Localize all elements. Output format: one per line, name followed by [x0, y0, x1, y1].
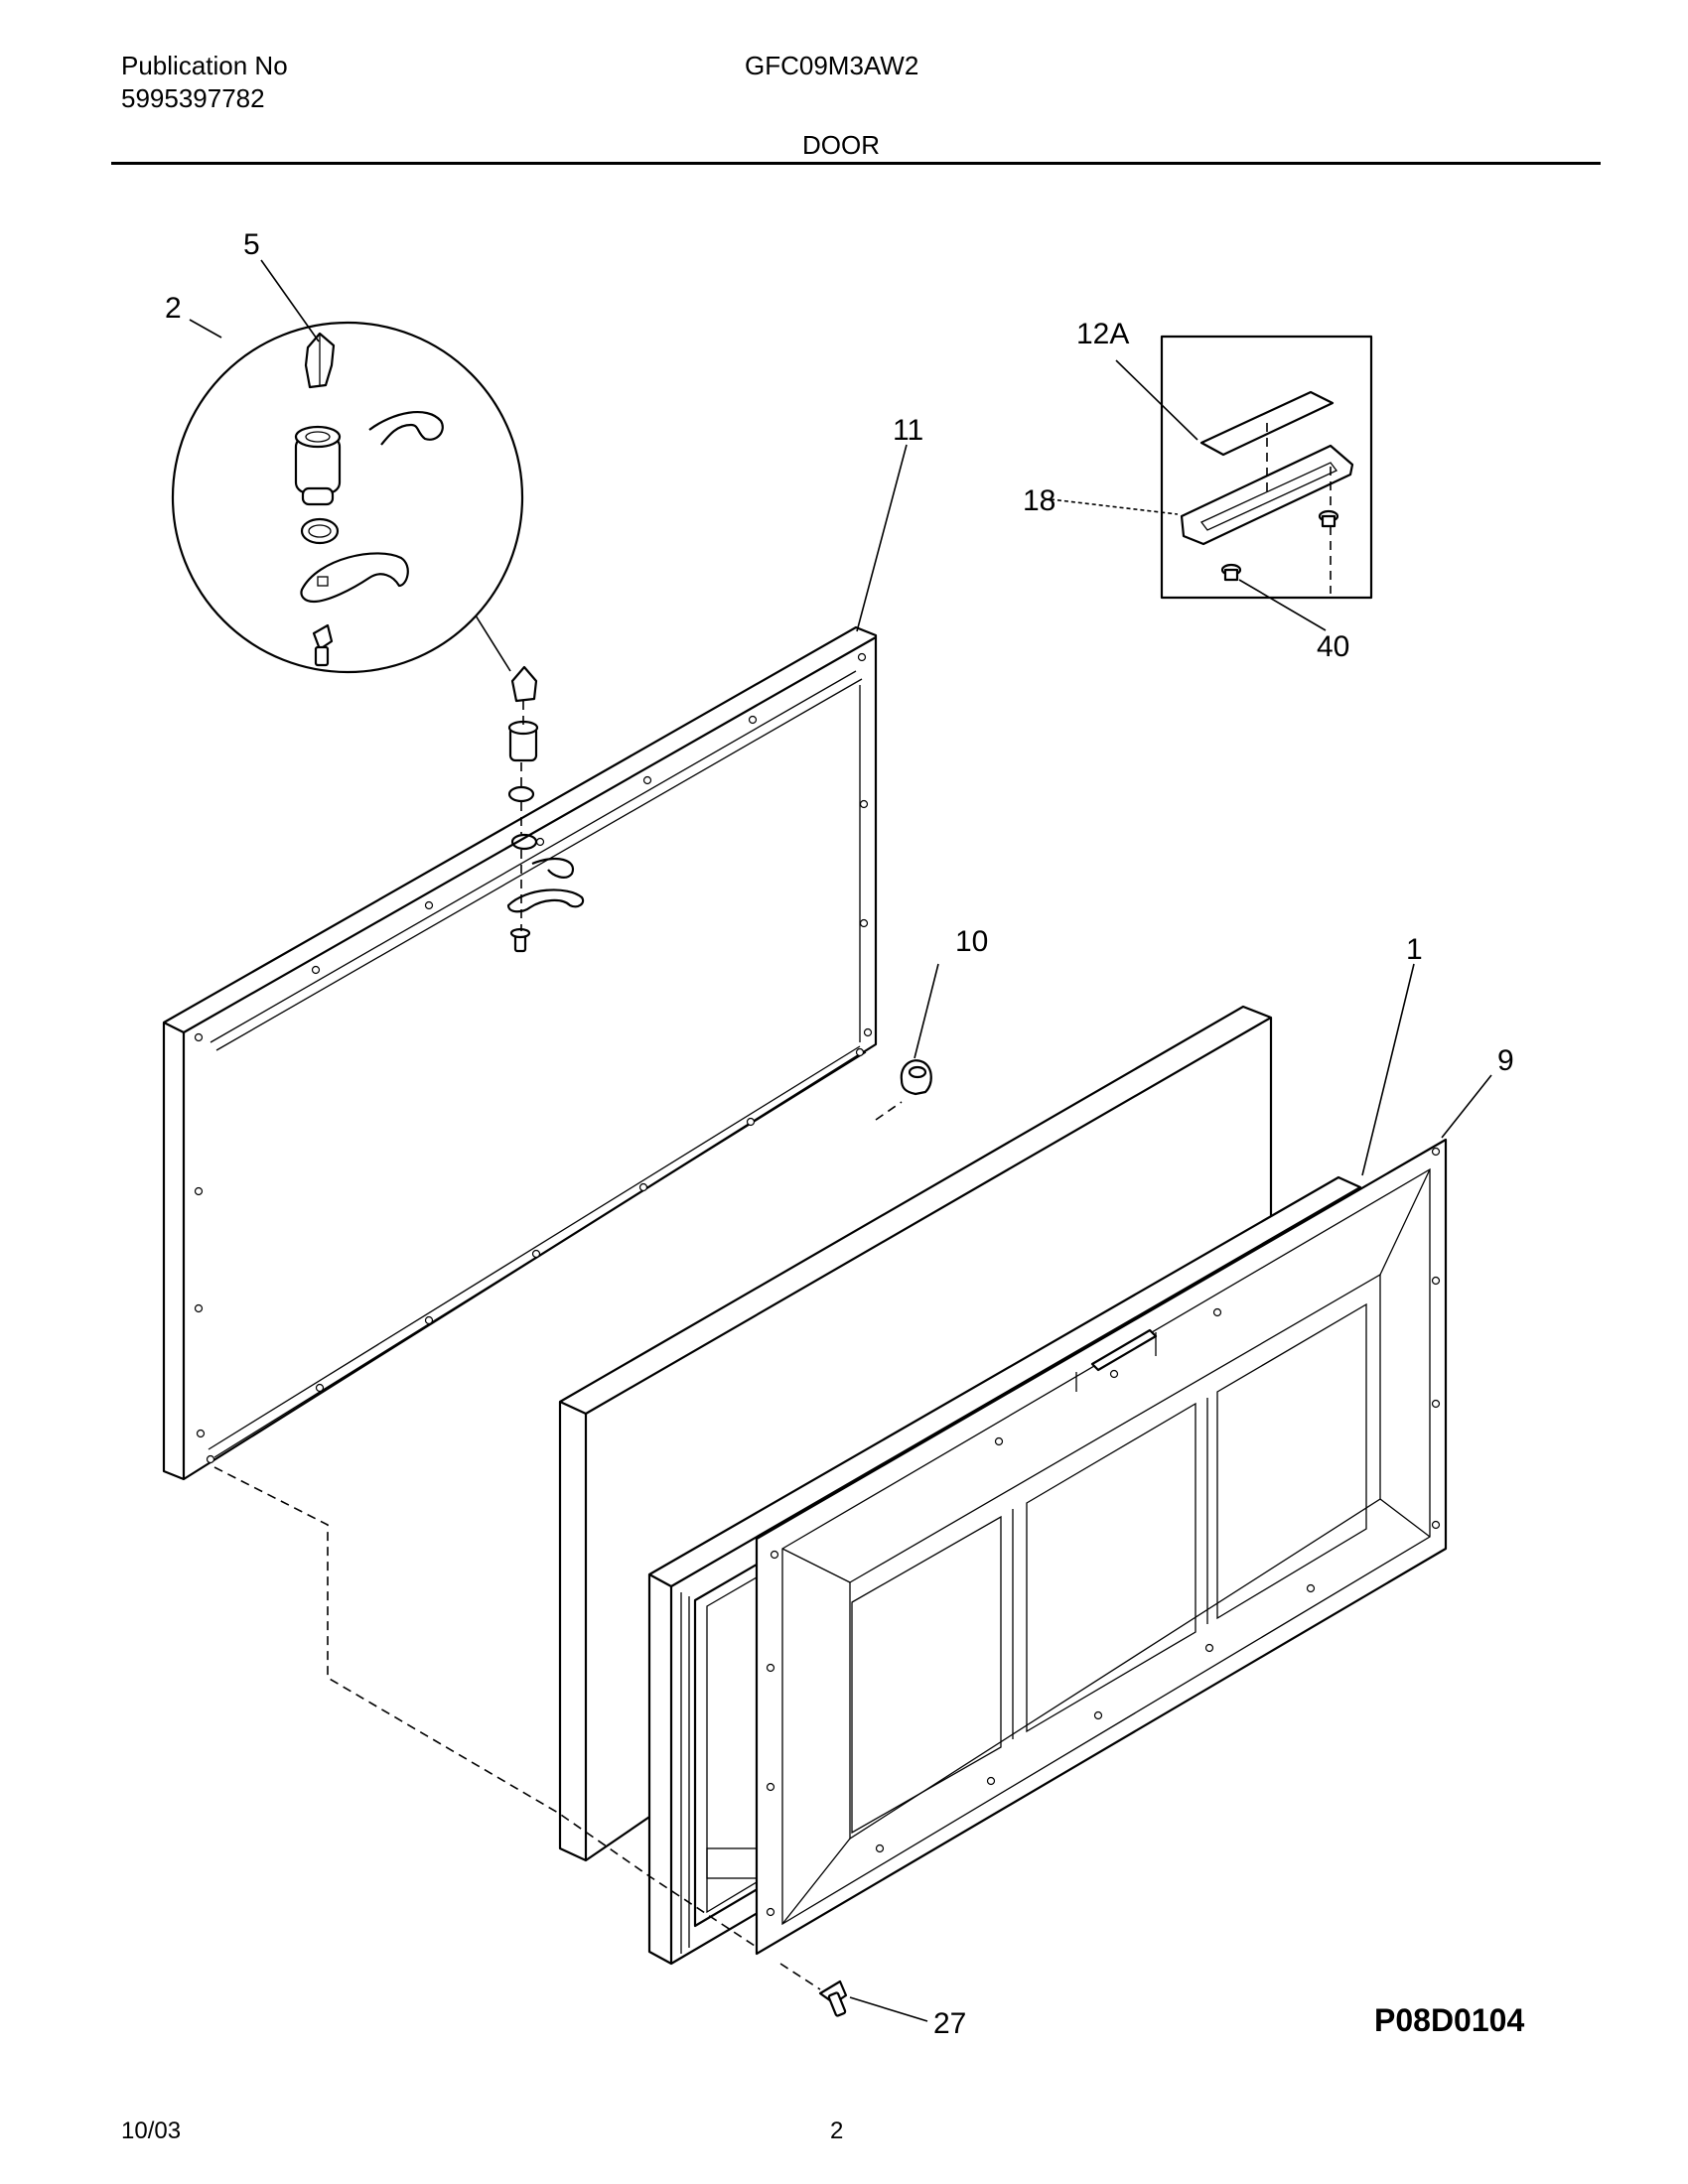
assembly-path — [213, 1466, 756, 1947]
callout-10: 10 — [955, 925, 988, 958]
section-title: DOOR — [802, 130, 880, 160]
header-rule — [111, 162, 1601, 165]
leader-5 — [260, 259, 320, 342]
callout-40: 40 — [1317, 630, 1349, 663]
publication-label: Publication No — [121, 51, 288, 80]
handle-detail-box — [1050, 335, 1373, 631]
screw-part — [779, 1963, 928, 2022]
callout-11: 11 — [893, 414, 923, 447]
footer-page-number: 2 — [830, 2117, 844, 2144]
plug-part — [875, 963, 939, 1121]
callout-5: 5 — [243, 228, 260, 261]
publication-number: 5995397782 — [121, 83, 265, 113]
leader-11 — [856, 444, 908, 632]
drawing-code: P08D0104 — [1374, 2002, 1524, 2038]
inner-door-liner — [755, 1138, 1448, 1956]
callout-27: 27 — [933, 2007, 966, 2040]
model-number: GFC09M3AW2 — [745, 51, 919, 80]
callout-2: 2 — [165, 292, 182, 325]
hinge-assembly-installed — [506, 665, 585, 953]
callout-9: 9 — [1497, 1044, 1514, 1077]
callout-12a: 12A — [1076, 318, 1129, 350]
leader-9 — [1441, 1074, 1492, 1139]
hinge-detail-circle — [171, 321, 524, 674]
outer-door-panel — [162, 625, 878, 1481]
callout-1: 1 — [1406, 933, 1423, 966]
leader-1 — [1361, 963, 1415, 1176]
footer-date: 10/03 — [121, 2117, 182, 2144]
leader-2 — [189, 319, 222, 339]
callout-18: 18 — [1023, 484, 1055, 517]
